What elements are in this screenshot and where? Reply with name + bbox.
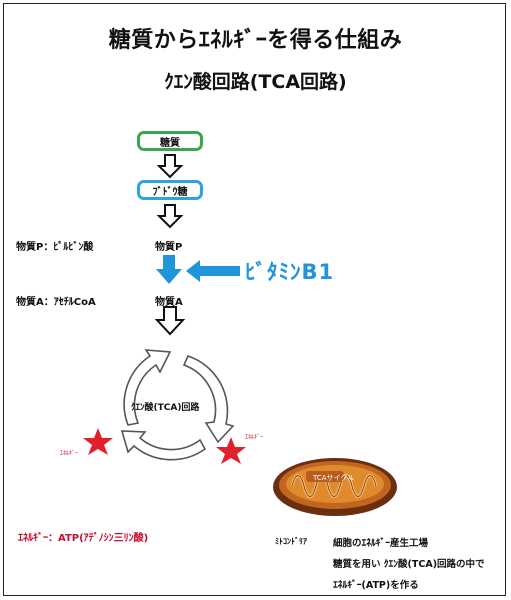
blue-down-arrow: [156, 255, 182, 284]
mitochondria-label: ﾐﾄｺﾝﾄﾞﾘｱ: [275, 537, 307, 546]
glucose-box: ﾌﾞﾄﾞｳ糖: [137, 180, 203, 200]
energy-star-left: [83, 428, 113, 455]
energy-label-right: ｴﾈﾙｷﾞｰ: [245, 434, 264, 441]
mitochondria-desc-3: ｴﾈﾙｷﾞｰ(ATP)を作る: [333, 580, 419, 591]
cycle-label: ｸｴﾝ酸(TCA)回路: [131, 403, 200, 413]
substance-a-note: 物質A：ｱｾﾁﾙCoA: [16, 297, 96, 308]
cycle-arc-right: [182, 355, 235, 444]
mitochondria-desc-2: 糖質を用い ｸｴﾝ酸(TCA)回路の中で: [333, 559, 485, 570]
page-subtitle: ｸｴﾝ酸回路(TCA回路): [164, 71, 347, 93]
substance-p-label: 物質P: [155, 242, 183, 253]
energy-label-left: ｴﾈﾙｷﾞｰ: [60, 450, 79, 457]
cycle-arc-bottom: [120, 430, 207, 461]
down-arrow-2: [156, 204, 184, 229]
outer-frame: [3, 3, 506, 596]
vitamin-b1-label: ﾋﾞﾀﾐﾝB1: [245, 260, 335, 284]
energy-note: ｴﾈﾙｷﾞｰ：ATP(ｱﾃﾞﾉｼﾝ三ﾘﾝ酸): [18, 533, 149, 544]
page-title: 糖質からｴﾈﾙｷﾞｰを得る仕組み: [108, 28, 403, 53]
energy-star-right: [216, 437, 246, 464]
substance-a-label: 物質A: [155, 297, 183, 308]
down-arrow-3: [154, 306, 186, 336]
sugar-box: 糖質: [137, 131, 203, 151]
tca-cycle-badge: TCAサイクル: [313, 474, 355, 482]
cycle-arc-left: [123, 349, 172, 426]
down-arrow-1: [156, 154, 184, 179]
substance-p-note: 物質P：ﾋﾟﾙﾋﾞﾝ酸: [16, 242, 94, 253]
cycle-arrows: [120, 349, 235, 461]
vitamin-arrow: [186, 260, 240, 282]
mitochondria-desc-1: 細胞のｴﾈﾙｷﾞｰ産生工場: [333, 538, 429, 549]
mitochondria-image: [273, 458, 397, 516]
